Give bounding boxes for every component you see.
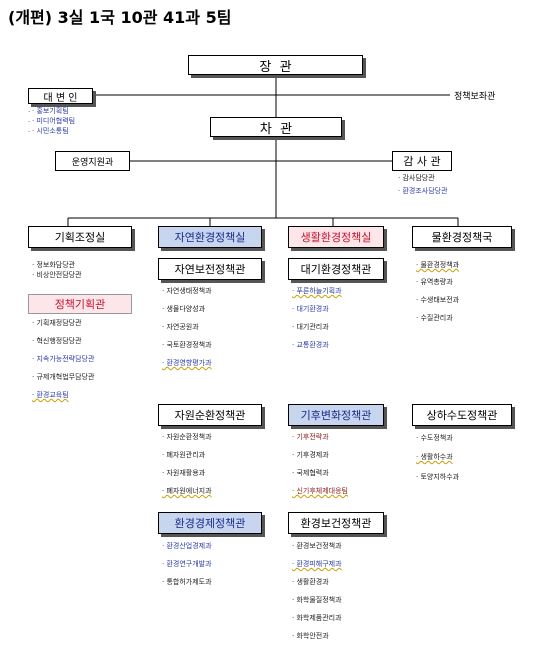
spokesperson-label: 대 변 인 (43, 92, 78, 104)
list-item: · 통합허가제도과 (162, 578, 212, 586)
living-office-label: 생활환경정책실 (300, 231, 372, 244)
water-bureau-label: 물환경정책국 (431, 231, 493, 244)
policy-aide-label: 정책보좌관 (454, 92, 496, 102)
bullet-column: ··· (28, 108, 31, 136)
list-item: · 신기후체제대응팀 (292, 487, 348, 495)
water-supply-box: 상하수도정책관 (412, 404, 512, 426)
list-item: · 환경영향평가과 (162, 359, 212, 367)
list-item: · 토양지하수과 (416, 473, 460, 481)
list-item: · 자연공원과 (162, 323, 199, 331)
list-item: · 자연생태정책과 (162, 287, 212, 295)
list-item: · 기후전략과 (292, 433, 329, 441)
list-item: · 기획재정담당관 (32, 319, 82, 327)
list-item: · 기후경제과 (292, 451, 329, 459)
list-item: · 국제협력과 (292, 469, 329, 477)
nature-conservation-label: 자연보전정책관 (174, 263, 246, 276)
list-item: · 생활하수과 (416, 453, 453, 461)
environmental-economy-box: 환경경제정책관 (158, 512, 262, 534)
audit-label: 감 사 관 (403, 155, 441, 168)
list-item: · 폐자원관리과 (162, 451, 206, 459)
minister-label: 장 관 (259, 59, 292, 75)
list-item: · 혁신행정담당관 (32, 337, 82, 345)
operations-support-box: 운영지원과 (55, 151, 130, 171)
list-item: · 화학제품관리과 (292, 614, 342, 622)
list-item: · 수질관리과 (416, 314, 453, 322)
list-item: · 환경산업경제과 (162, 542, 212, 550)
climate-change-label: 기후변화정책관 (300, 409, 372, 422)
list-item: · 시민소통팀 (32, 127, 69, 135)
list-item: · 화학안전과 (292, 632, 329, 640)
list-item: · 생활환경과 (292, 578, 329, 586)
list-item: · 자원재활용과 (162, 469, 206, 477)
list-item: · 환경피해구제과 (292, 560, 342, 568)
spokesperson-box: 대 변 인 (28, 88, 93, 104)
list-item: · 환경보건정책과 (292, 542, 342, 550)
page-title: (개편) 3실 1국 10관 41과 5팀 (8, 8, 232, 27)
nature-conservation-box: 자연보전정책관 (158, 258, 262, 280)
operations-support-label: 운영지원과 (71, 157, 114, 168)
air-quality-box: 대기환경정책관 (288, 258, 384, 280)
list-item: · 폐자원에너지과 (162, 487, 212, 495)
nature-office-box: 자연환경정책실 (158, 226, 262, 248)
list-item: · 규제개혁법무담당관 (32, 373, 95, 381)
policy-planning-box: 정책기획관 (28, 294, 132, 314)
list-item: · 환경연구개발과 (162, 560, 212, 568)
list-item: · 푸른하늘기획과 (292, 287, 342, 295)
list-item: · 교통환경과 (292, 341, 329, 349)
living-office-box: 생활환경정책실 (288, 226, 384, 248)
list-item: · 유역총량과 (416, 278, 453, 286)
list-item: · 비상안전담당관 (32, 271, 82, 279)
policy-planning-label: 정책기획관 (54, 298, 106, 311)
list-item: · 물환경정책과 (416, 261, 460, 269)
nature-office-label: 자연환경정책실 (174, 231, 246, 244)
list-item: · 감사담당관 (398, 174, 435, 182)
list-item: · 대기환경과 (292, 305, 329, 313)
vice-minister-label: 차 관 (259, 121, 293, 137)
list-item: · 정보화담당관 (32, 261, 76, 269)
minister-box: 장 관 (188, 55, 363, 75)
list-item: · 대기관리과 (292, 323, 329, 331)
planning-office-label: 기획조정실 (54, 231, 106, 244)
list-item: · 화학물질정책과 (292, 596, 342, 604)
list-item: · 생물다양성과 (162, 305, 206, 313)
environmental-health-label: 환경보건정책관 (300, 517, 372, 530)
air-quality-label: 대기환경정책관 (300, 263, 372, 276)
list-item: · 환경조사담당관 (398, 187, 448, 195)
water-bureau-box: 물환경정책국 (412, 226, 512, 248)
vice-minister-box: 차 관 (210, 117, 342, 137)
planning-office-box: 기획조정실 (28, 226, 132, 248)
audit-box: 감 사 관 (392, 151, 452, 171)
resource-circulation-label: 자원순환정책관 (174, 409, 246, 422)
list-item: · 수생태보전과 (416, 296, 460, 304)
list-item: · 환경교육팀 (32, 391, 69, 399)
resource-circulation-box: 자원순환정책관 (158, 404, 262, 426)
environmental-economy-label: 환경경제정책관 (174, 517, 246, 530)
list-item: · 홍보기획팀 (32, 107, 69, 115)
list-item: · 수도정책과 (416, 434, 453, 442)
list-item: · 국토환경정책과 (162, 341, 212, 349)
list-item: · 지속가능전략담당관 (32, 355, 95, 363)
environmental-health-box: 환경보건정책관 (288, 512, 384, 534)
list-item: · 자원순환정책과 (162, 433, 212, 441)
list-item: · 미디어협력팀 (32, 117, 76, 125)
climate-change-box: 기후변화정책관 (288, 404, 384, 426)
water-supply-label: 상하수도정책관 (426, 409, 498, 422)
